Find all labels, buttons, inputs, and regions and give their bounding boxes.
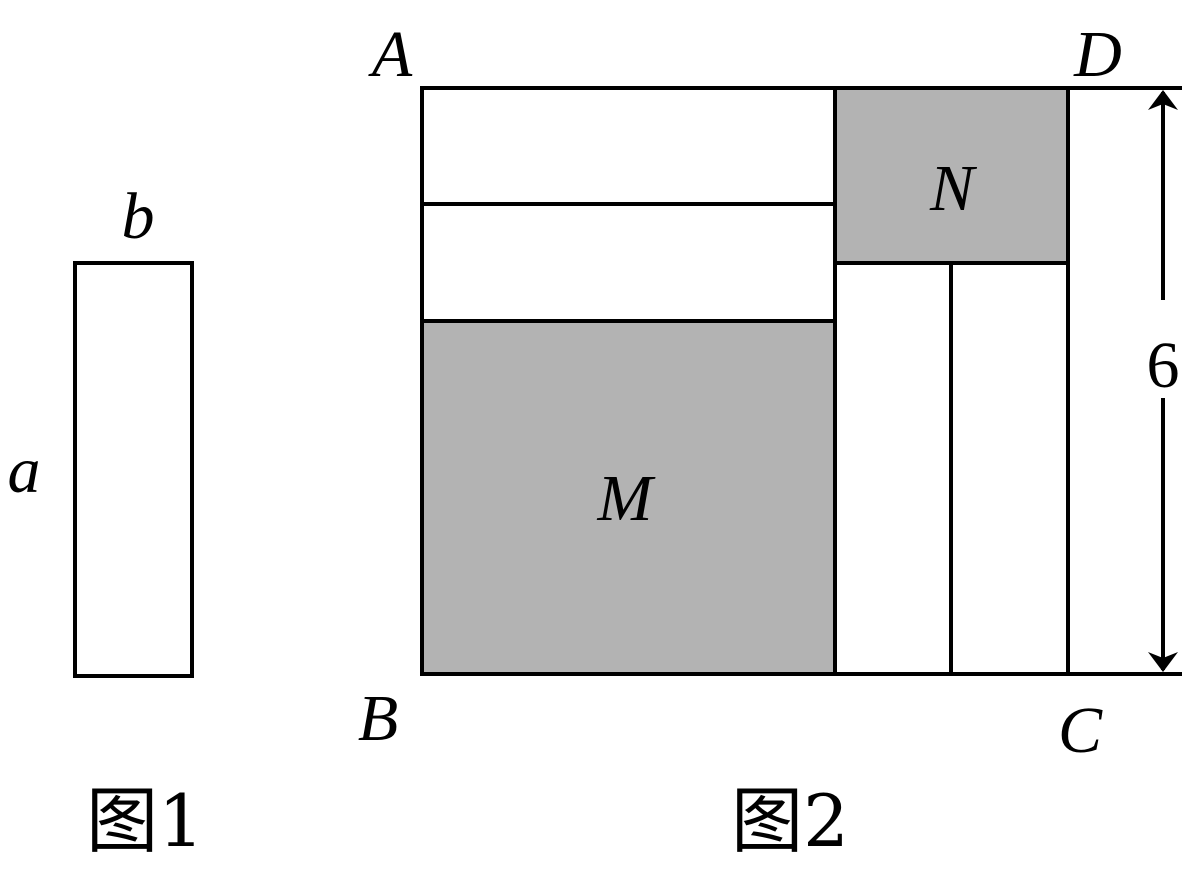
rectangle-a-by-b — [73, 261, 194, 678]
rectangle-abcd — [420, 86, 1070, 676]
corner-label-c: C — [1058, 694, 1103, 767]
region-label-m: M — [597, 462, 657, 535]
figure-2-caption: 图2 — [731, 779, 849, 863]
figure-2: 6 A D B C M N 图2 — [358, 18, 1182, 863]
corner-label-a: A — [368, 18, 413, 91]
region-label-n: N — [929, 152, 978, 225]
corner-label-d: D — [1073, 18, 1122, 91]
corner-label-b: B — [358, 682, 398, 755]
figure-1-caption: 图1 — [86, 779, 204, 863]
side-label-b: b — [122, 180, 155, 253]
shaded-region-m — [422, 321, 835, 674]
shaded-region-n — [835, 88, 1068, 263]
side-label-a: a — [8, 434, 41, 507]
dimension-label: 6 — [1147, 329, 1180, 402]
figure-1: b a 图1 — [8, 180, 204, 863]
